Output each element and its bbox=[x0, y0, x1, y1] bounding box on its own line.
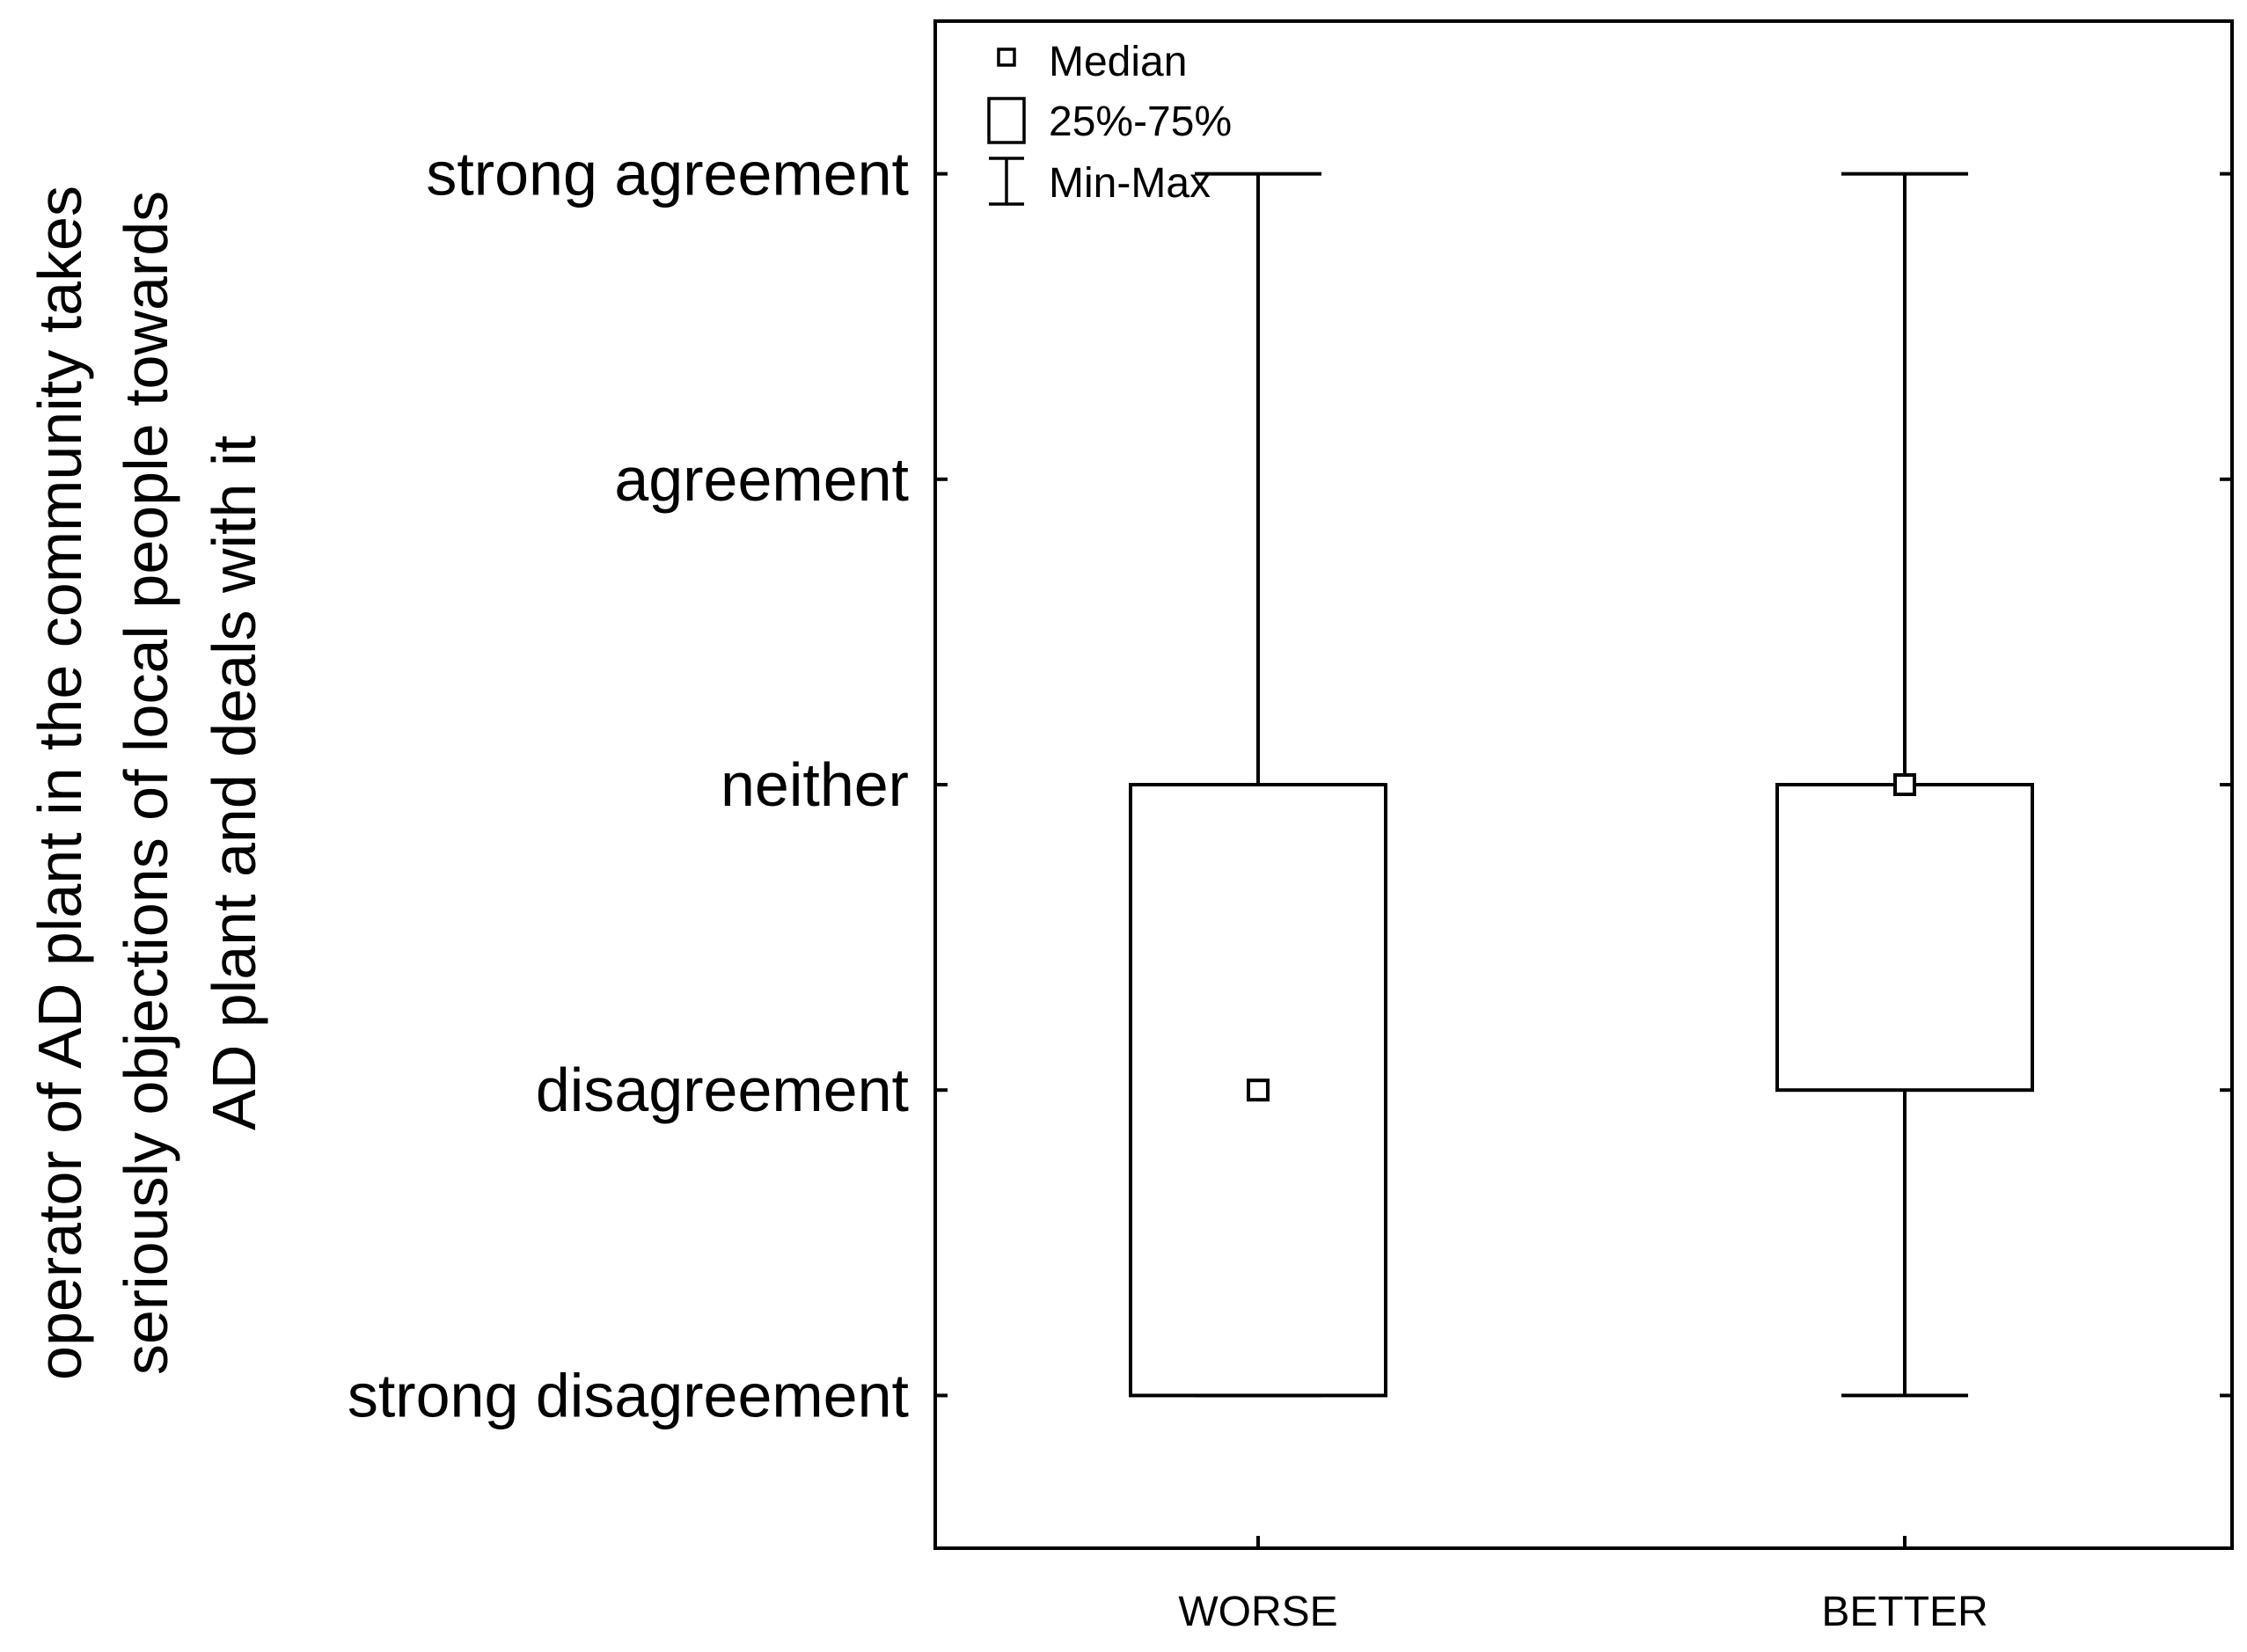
legend-label: Min-Max bbox=[1049, 160, 1211, 207]
y-axis-title-line: AD plant and deals with it bbox=[200, 435, 268, 1130]
x-tick-label: WORSE bbox=[1178, 1589, 1337, 1635]
legend: Median 25%-75% Min-Max bbox=[987, 39, 1232, 207]
y-axis-title-line: seriously objections of local people tow… bbox=[112, 191, 180, 1375]
legend-label: 25%-75% bbox=[1049, 99, 1232, 145]
x-tick-label: BETTER bbox=[1821, 1589, 1987, 1635]
legend-item-whisker: Min-Max bbox=[989, 157, 1211, 207]
plot-area-frame bbox=[933, 19, 2234, 1550]
boxes bbox=[1129, 172, 2034, 1398]
legend-box-symbol bbox=[987, 97, 1026, 144]
median-marker bbox=[1247, 1078, 1270, 1102]
legend-median-symbol bbox=[997, 48, 1016, 67]
legend-label: Median bbox=[1049, 39, 1187, 85]
x-axis-ticks: WORSE BETTER bbox=[1178, 1536, 1988, 1635]
y-axis-title-line: operator of AD plant in the community ta… bbox=[26, 186, 94, 1380]
box-worse bbox=[1129, 172, 1387, 1398]
y-tick-label: strong agreement bbox=[426, 140, 909, 208]
y-axis-label: operator of AD plant in the community ta… bbox=[26, 186, 268, 1380]
box-better bbox=[1775, 172, 2034, 1398]
y-tick-label: strong disagreement bbox=[348, 1361, 909, 1429]
y-axis-ticks: strong disagreement disagreement neither ag… bbox=[348, 140, 2232, 1429]
y-tick-label: agreement bbox=[614, 445, 909, 514]
iqr-box bbox=[1775, 783, 2034, 1093]
legend-item-median: Median bbox=[997, 39, 1187, 85]
y-tick-label: neither bbox=[721, 750, 909, 819]
legend-item-box: 25%-75% bbox=[987, 97, 1232, 145]
median-marker bbox=[1893, 773, 1916, 796]
y-tick-label: disagreement bbox=[536, 1056, 909, 1124]
